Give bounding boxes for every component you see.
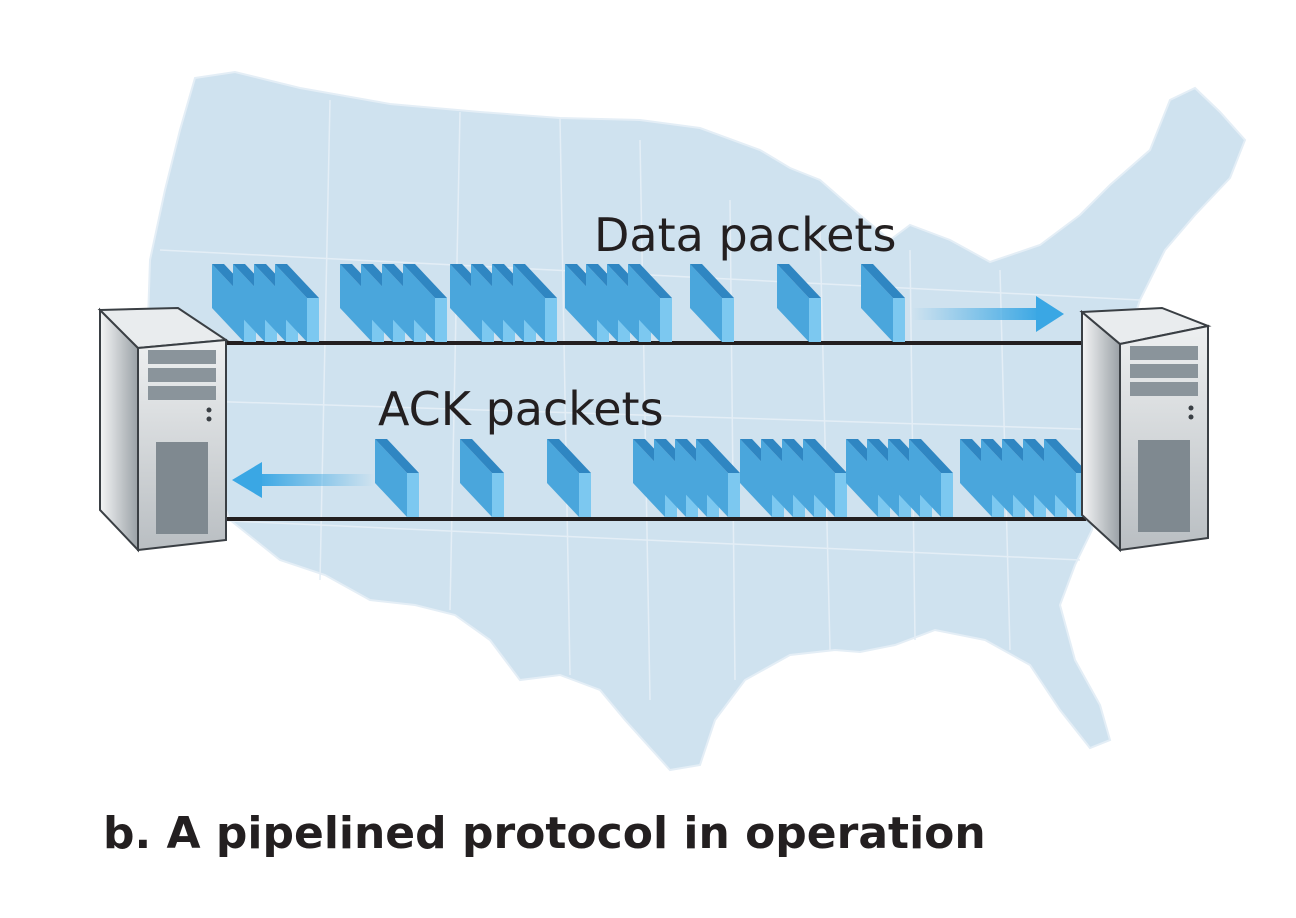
ack-packets bbox=[375, 439, 1088, 517]
ack-packet bbox=[460, 439, 504, 517]
data-packet bbox=[403, 264, 447, 342]
ack-packet bbox=[547, 439, 591, 517]
receiver-server-icon bbox=[1079, 306, 1212, 553]
data-packet bbox=[777, 264, 821, 342]
figure-caption: b. A pipelined protocol in operation bbox=[103, 808, 986, 859]
us-map-shape bbox=[146, 70, 1247, 772]
data-direction-arrow bbox=[912, 296, 1064, 332]
ack-packets-label: ACK packets bbox=[378, 382, 664, 436]
ack-packet bbox=[696, 439, 740, 517]
data-packet bbox=[861, 264, 905, 342]
data-packet bbox=[275, 264, 319, 342]
ack-packet bbox=[375, 439, 419, 517]
data-packets-label: Data packets bbox=[594, 208, 896, 262]
data-packets bbox=[212, 264, 905, 342]
ack-packet bbox=[909, 439, 953, 517]
data-packet bbox=[628, 264, 672, 342]
us-map-background bbox=[146, 70, 1247, 772]
data-packet bbox=[690, 264, 734, 342]
data-packet bbox=[513, 264, 557, 342]
ack-packet bbox=[803, 439, 847, 517]
ack-direction-arrow bbox=[232, 462, 374, 498]
sender-server-icon bbox=[97, 306, 229, 553]
